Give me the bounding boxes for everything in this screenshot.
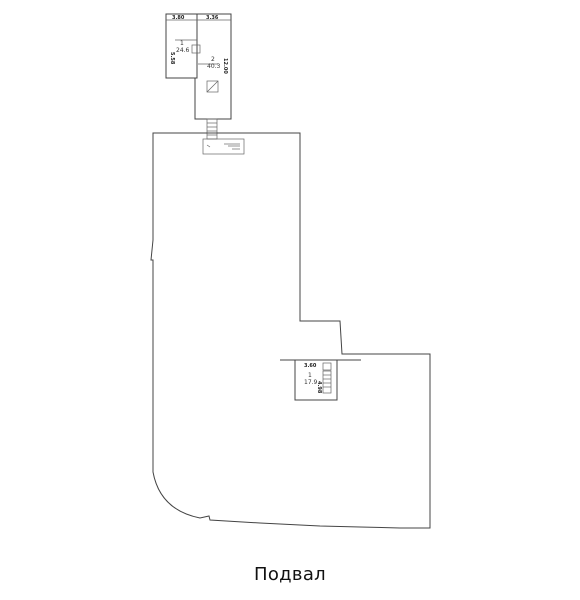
room-right-outline [194, 13, 232, 120]
room-1-number: 1 [180, 40, 184, 47]
lower-room: 3.60 4.98 1 17.9 [280, 359, 361, 401]
upper-annex: 3.80 3.36 5.58 12.00 1 24.6 2 40.3 [165, 13, 232, 120]
stair-top [202, 118, 245, 155]
room-3-number: 1 [308, 372, 312, 379]
main-hall-outline [150, 132, 431, 529]
shaft-diagonal [206, 80, 219, 93]
lower-room-outline [294, 360, 338, 401]
lower-stair [322, 370, 332, 394]
room-2-area: 40.3 [207, 63, 221, 70]
floor-caption: Подвал [254, 564, 326, 585]
dim-top-left-width: 3.80 [172, 15, 185, 21]
dim-top-right-width: 3.36 [206, 15, 219, 21]
dim-lower-height: 4.98 [316, 381, 322, 394]
room-3-area: 17.9 [304, 379, 318, 386]
room-1-area: 24.6 [176, 47, 190, 54]
lower-column-marker [322, 362, 332, 371]
dim-top-right-height: 12.00 [222, 58, 228, 74]
dim-top-left-height: 5.58 [169, 52, 175, 65]
stair-landing [202, 138, 245, 155]
dim-lower-width: 3.60 [304, 363, 317, 369]
room-left-outline [165, 13, 198, 79]
room-2-number: 2 [211, 56, 215, 63]
stair-top-outline [206, 118, 218, 140]
column-marker [191, 44, 201, 54]
shaft-marker [206, 80, 219, 93]
